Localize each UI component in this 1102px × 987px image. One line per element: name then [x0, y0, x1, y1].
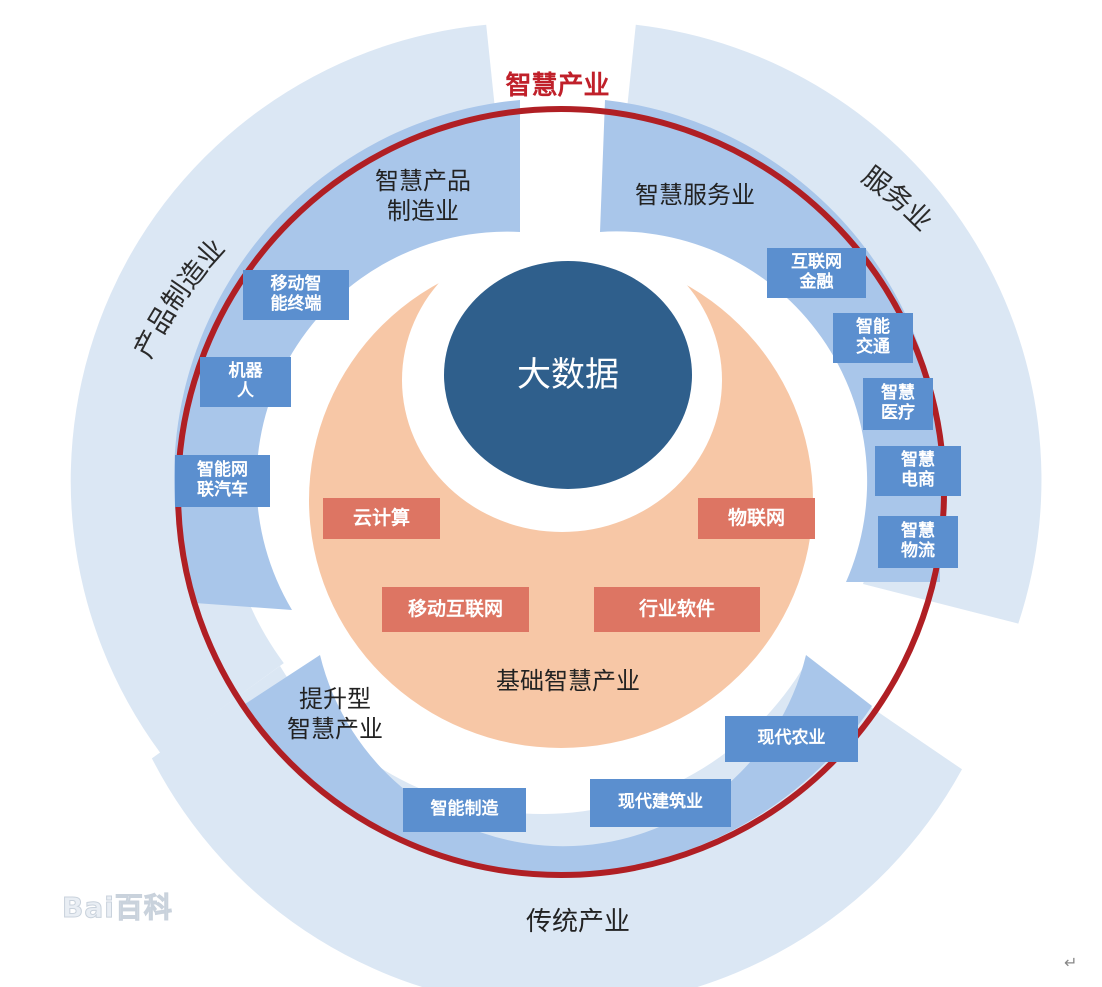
manufacturing-item-robot: 机器 人	[200, 357, 291, 407]
segment-services	[600, 100, 943, 582]
segment-manufacturing	[174, 100, 520, 610]
manufacturing-item-robot-line2: 人	[237, 381, 254, 401]
services-item-smart-healthcare: 智慧 医疗	[863, 378, 933, 430]
services-item-smart-ecommerce-line2: 电商	[901, 470, 935, 490]
services-item-smart-transport: 智能 交通	[833, 313, 913, 363]
foundation-label: 基础智慧产业	[496, 667, 640, 695]
services-item-smart-ecommerce-line1: 智慧	[901, 450, 935, 471]
manufacturing-item-mobile-terminal: 移动智 能终端	[243, 270, 349, 320]
foundation-item-cloud: 云计算	[323, 498, 440, 539]
manufacturing-inner-label: 智慧产品 制造业	[358, 166, 488, 226]
manufacturing-item-connected-car-line1: 智能网	[197, 460, 248, 481]
services-item-smart-logistics-line1: 智慧	[901, 521, 935, 542]
diagram-title: 智慧产业	[505, 71, 610, 101]
traditional-outer-label: 传统产业	[525, 907, 630, 937]
services-item-smart-logistics-line2: 物流	[901, 541, 935, 561]
services-inner-label: 智慧服务业	[635, 181, 755, 209]
foundation-item-mobile-internet: 移动互联网	[382, 587, 529, 632]
services-item-smart-transport-line2: 交通	[856, 337, 890, 357]
outer-ring-manufacturing	[70, 24, 502, 753]
traditional-inner-label: 提升型 智慧产业	[270, 684, 400, 744]
manufacturing-inner-label-line2: 制造业	[387, 197, 459, 225]
core-label: 大数据	[517, 355, 619, 395]
traditional-inner-label-line2: 智慧产业	[287, 715, 383, 743]
services-item-smart-healthcare-line1: 智慧	[881, 383, 915, 404]
services-item-smart-ecommerce: 智慧 电商	[875, 446, 961, 496]
manufacturing-item-robot-line1: 机器	[228, 361, 263, 382]
manufacturing-item-connected-car-line2: 联汽车	[197, 480, 248, 500]
baidu-watermark: Bai百科	[62, 891, 173, 925]
foundation-item-industry-software: 行业软件	[594, 587, 760, 632]
traditional-item-modern-agriculture: 现代农业	[725, 716, 858, 762]
manufacturing-item-mobile-terminal-line1: 移动智	[270, 274, 322, 295]
traditional-inner-label-line1: 提升型	[299, 685, 371, 713]
services-item-smart-healthcare-line2: 医疗	[881, 403, 915, 423]
return-mark: ↵	[1064, 953, 1078, 972]
manufacturing-item-connected-car: 智能网 联汽车	[175, 455, 270, 507]
traditional-item-smart-manufacturing: 智能制造	[403, 788, 526, 832]
services-item-smart-logistics: 智慧 物流	[878, 516, 958, 568]
services-item-smart-transport-line1: 智能	[856, 317, 890, 338]
manufacturing-item-mobile-terminal-line2: 能终端	[270, 294, 322, 314]
core-circle	[444, 261, 692, 489]
services-item-internet-finance: 互联网 金融	[767, 248, 866, 298]
services-item-internet-finance-line1: 互联网	[791, 252, 842, 273]
services-item-internet-finance-line2: 金融	[799, 272, 834, 292]
traditional-item-modern-construction: 现代建筑业	[590, 779, 731, 827]
manufacturing-inner-label-line1: 智慧产品	[375, 167, 471, 195]
foundation-item-iot: 物联网	[698, 498, 815, 539]
